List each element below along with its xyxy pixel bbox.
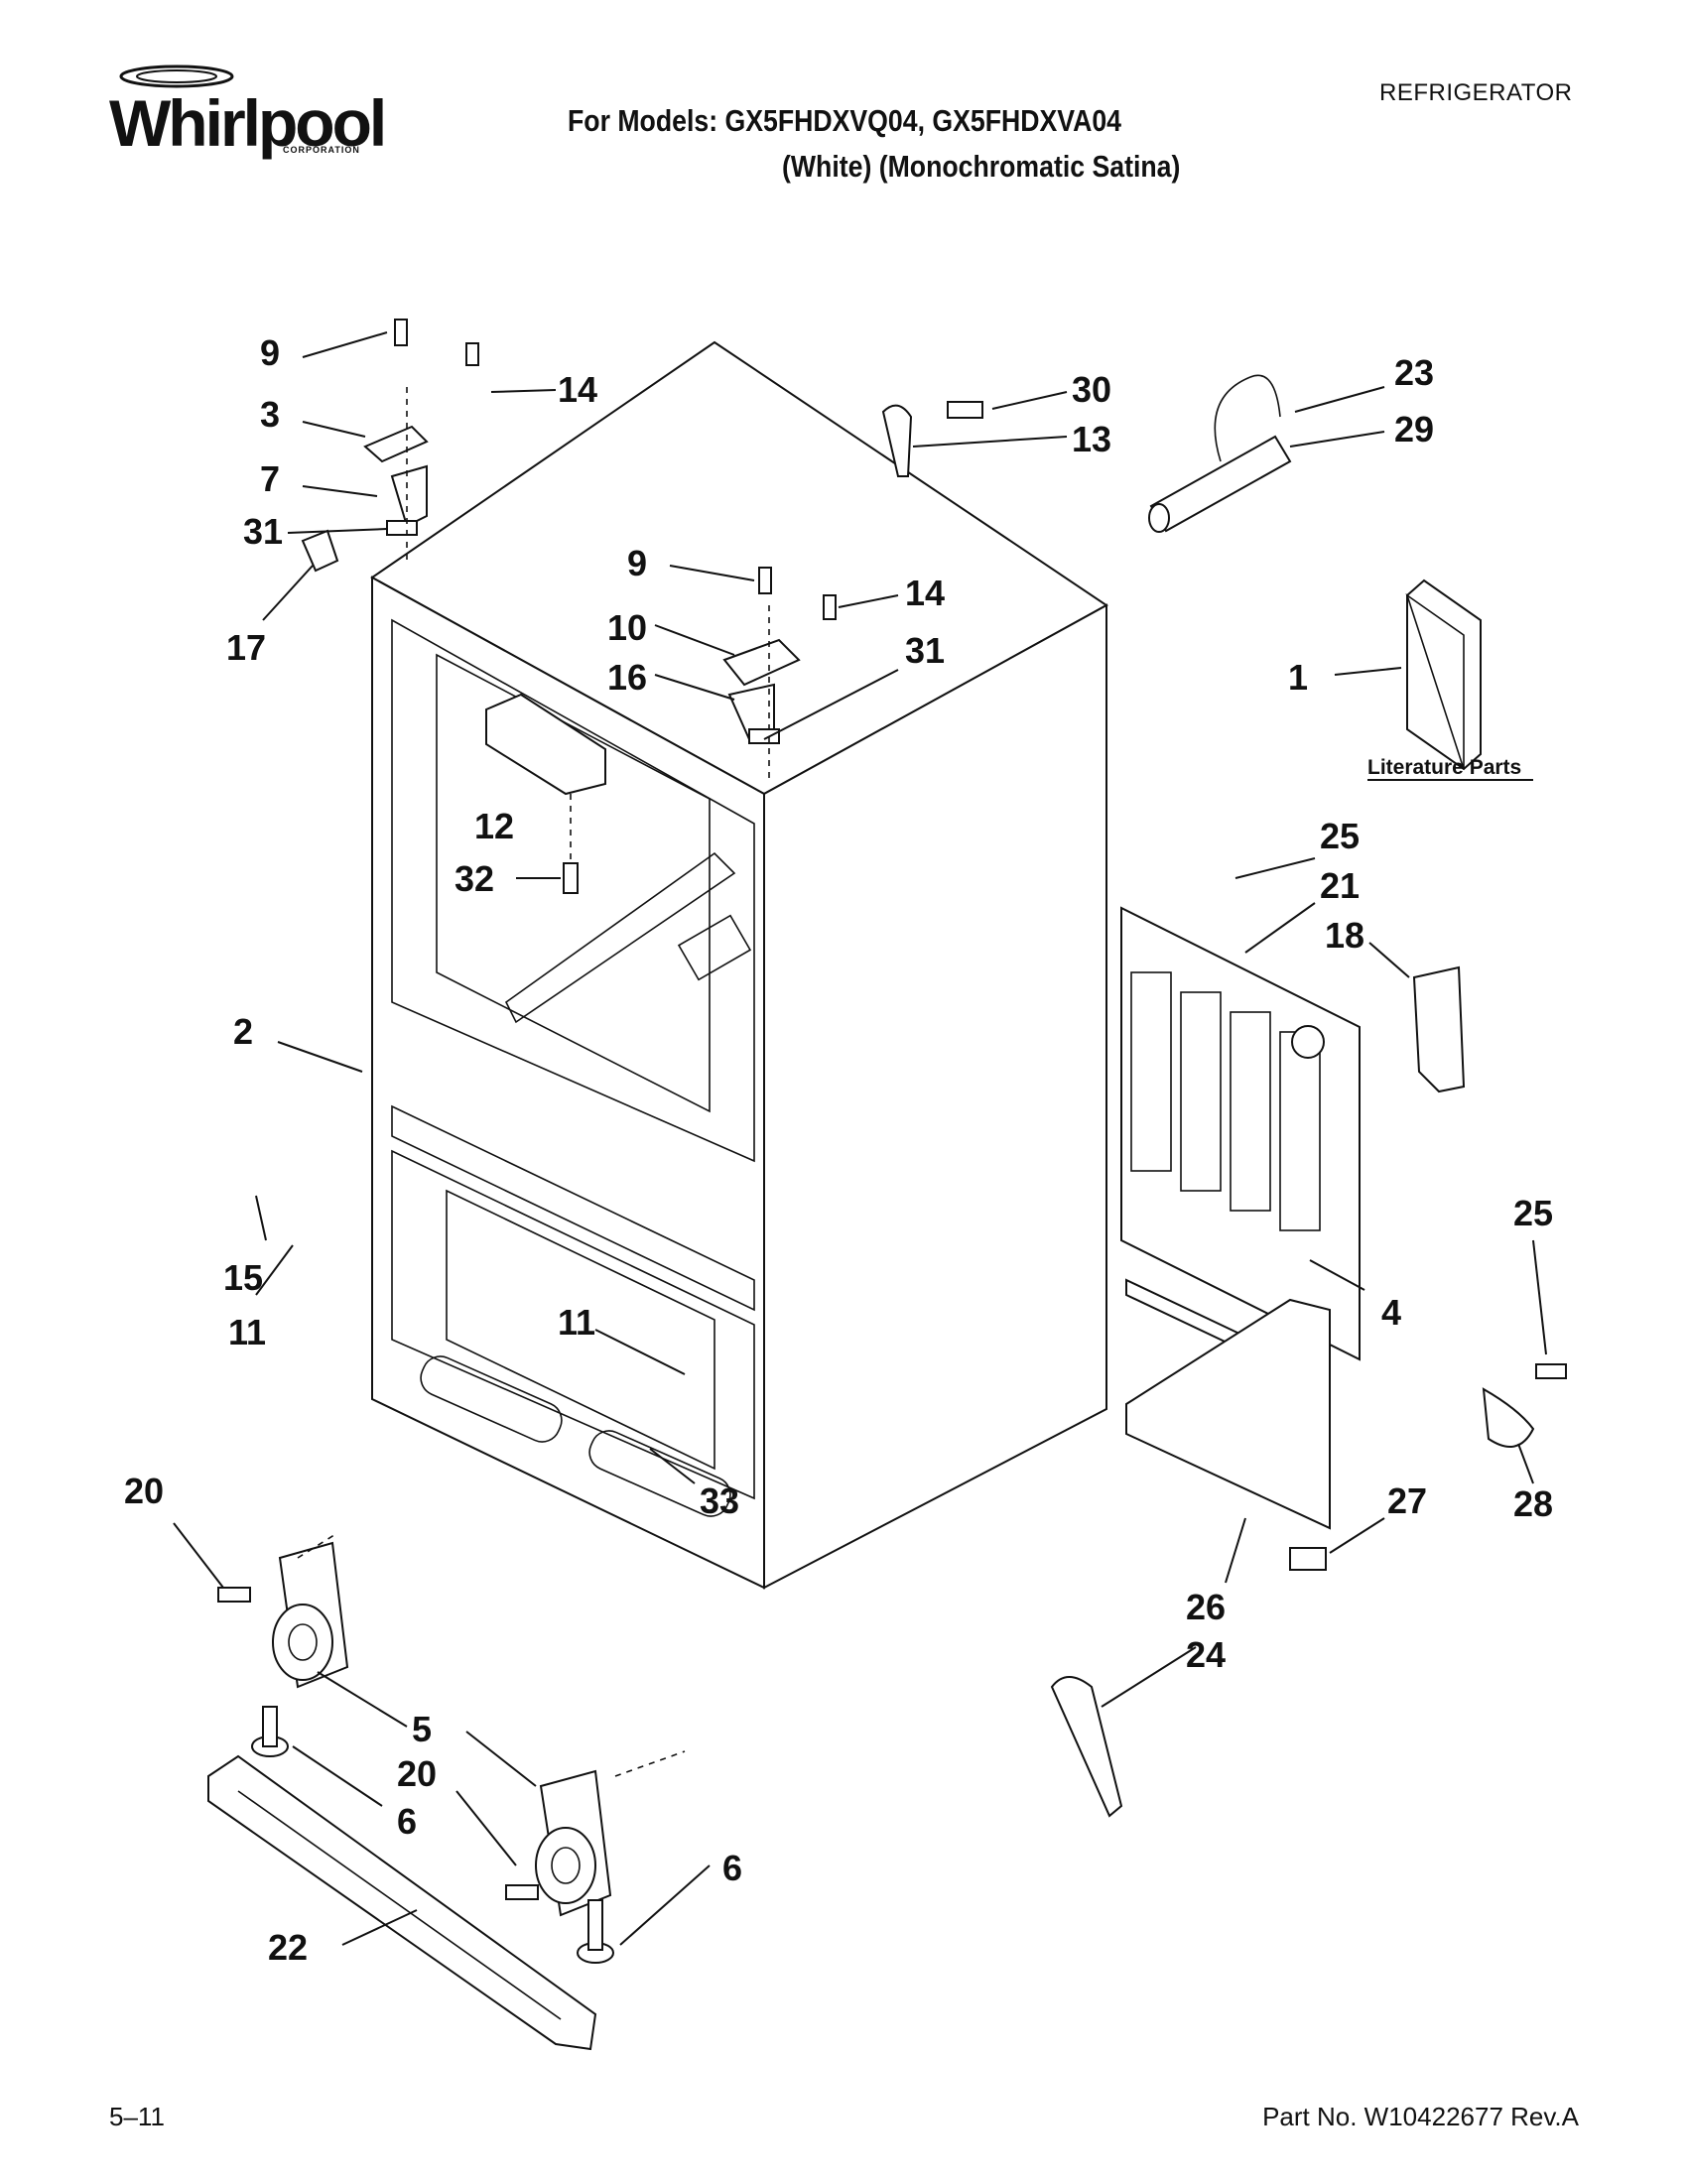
callout-label: 1: [1288, 657, 1308, 698]
footer-date: 5–11: [109, 2102, 165, 2131]
callout-label: 16: [607, 657, 647, 698]
callout-label: 26: [1186, 1587, 1226, 1627]
callout-label: 2: [233, 1011, 253, 1052]
callout-label: 14: [905, 573, 945, 613]
callout-label: 23: [1394, 352, 1434, 393]
whirlpool-logo: Whirlpool CORPORATION: [109, 58, 387, 167]
clip-part: [1412, 965, 1466, 1093]
callout-label: 13: [1072, 419, 1111, 459]
callout-label: 4: [1381, 1292, 1401, 1333]
wire-harness: [1050, 1676, 1123, 1818]
leader-lines: [173, 331, 1547, 1946]
callout-label: 12: [474, 806, 514, 846]
callout-label: 14: [558, 369, 597, 410]
callout-label: 6: [722, 1848, 742, 1888]
tube-assembly: [1148, 374, 1292, 533]
callout-label: 11: [228, 1312, 266, 1352]
literature-label: Literature Parts: [1367, 756, 1521, 779]
callout-label: 11: [558, 1302, 595, 1343]
callout-label: 21: [1320, 865, 1360, 906]
literature-booklet: [1405, 578, 1482, 771]
logo-wordmark: Whirlpool: [109, 86, 387, 160]
callout-label: 5: [412, 1709, 432, 1749]
callout-label: 32: [454, 858, 494, 899]
callout-label: 31: [243, 511, 283, 552]
right-wheel-assembly: [505, 1750, 686, 1964]
callout-label: 18: [1325, 915, 1364, 956]
top-bracket: [881, 401, 983, 477]
callout-label: 10: [607, 607, 647, 648]
callout-label: 29: [1394, 409, 1434, 450]
callout-label: 25: [1513, 1193, 1553, 1233]
callout-label: 7: [260, 458, 280, 499]
footer-part-number: Part No. W10422677 Rev.A: [1262, 2102, 1579, 2131]
logo-corporation: CORPORATION: [283, 145, 360, 155]
kickplate-panel: [1125, 1298, 1331, 1530]
top-left-hinge: [301, 319, 479, 573]
callout-label: 31: [905, 630, 945, 671]
callout-label: 20: [124, 1471, 164, 1511]
top-center-hinge: [722, 567, 837, 784]
models-title: For Models: GX5FHDXVQ04, GX5FHDXVA04: [568, 103, 1122, 138]
logo-swirl-icon: [119, 64, 234, 88]
callout-label: 33: [700, 1480, 739, 1521]
callout-label: 20: [397, 1753, 437, 1794]
callout-label: 17: [226, 627, 266, 668]
callout-labels: 9 14 3 7 31 17 30 13 23 29 9 10 14 16 31…: [124, 332, 1553, 1968]
callout-label: 27: [1387, 1480, 1427, 1521]
left-wheel-assembly: [217, 1532, 349, 1757]
callout-label: 30: [1072, 369, 1111, 410]
category-label: REFRIGERATOR: [1379, 79, 1573, 106]
colors-subtitle: (White) (Monochromatic Satina): [782, 149, 1181, 184]
callout-label: 15: [223, 1257, 263, 1298]
clamp-part: [1482, 1363, 1567, 1448]
callout-label: 22: [268, 1927, 308, 1968]
callout-label: 24: [1186, 1634, 1226, 1675]
grille-panel: [1120, 906, 1361, 1361]
callout-label: 3: [260, 394, 280, 435]
clip-27: [1289, 1547, 1327, 1571]
air-duct-part: [485, 693, 606, 894]
callout-label: 9: [260, 332, 280, 373]
callout-label: 28: [1513, 1483, 1553, 1524]
cabinet: [370, 340, 1108, 1590]
callout-label: 25: [1320, 816, 1360, 856]
callout-label: 6: [397, 1801, 417, 1842]
callout-label: 9: [627, 543, 647, 583]
